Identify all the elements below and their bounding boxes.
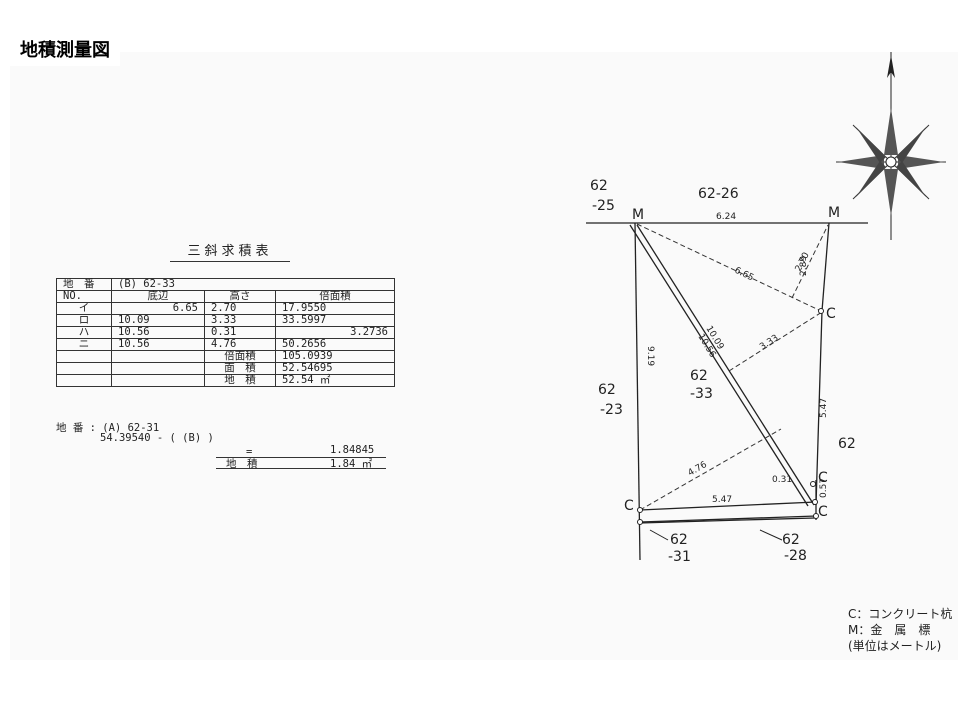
lot-number: 62 xyxy=(670,532,688,548)
marker-letters: M M C C C C xyxy=(624,205,840,520)
lot-number: -31 xyxy=(668,549,691,565)
legend-unit: (単位はメートル) xyxy=(848,639,942,653)
lot-number: 62-26 xyxy=(698,186,739,202)
dimension-label: 4.76 xyxy=(687,460,710,479)
table-row: 面 積 52.54695 xyxy=(56,362,395,375)
table-row: 地 積 52.54 ㎡ xyxy=(56,374,395,387)
page-title: 地積測量図 xyxy=(10,32,120,66)
dimension-label: 2.89 xyxy=(799,256,809,276)
table-title: 三斜求積表 xyxy=(170,240,290,262)
marker-c: C xyxy=(818,470,828,486)
marker-c: C xyxy=(826,306,836,322)
lot-numbers: 62 -25 62-26 62 -33 62 -23 62 62 -31 62 … xyxy=(590,178,856,565)
lot-number: 62 xyxy=(838,436,856,452)
lot-number: -23 xyxy=(600,402,623,418)
calc-equals: = xyxy=(246,446,253,458)
calc-land-label: 地 積 xyxy=(226,458,258,470)
lot-number: 62 xyxy=(598,382,616,398)
calc-underline xyxy=(216,468,386,469)
dimension-label: 0.31 xyxy=(772,475,792,485)
lot-number: 62 xyxy=(782,532,800,548)
boundary-lines xyxy=(586,222,868,561)
compass-rose-icon xyxy=(836,52,946,240)
land-area-value: 52.54 ㎡ xyxy=(275,374,395,387)
table-row: 倍面積 105.0939 xyxy=(56,350,395,363)
lot-number: -33 xyxy=(690,386,713,402)
survey-points xyxy=(637,308,824,525)
table-row: ニ 10.56 4.76 50.2656 xyxy=(56,338,395,351)
dimension-label: 5.47 xyxy=(819,398,829,418)
calc-subtraction-line: 54.39540 - ( (B) ) xyxy=(100,432,214,444)
marker-c: C xyxy=(624,498,634,514)
legend-metal: M：金 属 標 xyxy=(848,623,931,637)
dimension-label: 5.47 xyxy=(712,495,732,505)
dimension-label: 6.65 xyxy=(733,266,755,284)
calc-difference: 1.84845 xyxy=(330,444,375,456)
marker-m: M xyxy=(828,205,840,221)
lot-number: -28 xyxy=(784,548,807,564)
table-header-row: NO. 底辺 高さ 倍面積 xyxy=(56,290,395,303)
area-calculation-table: 地 番 (B) 62-33 NO. 底辺 高さ 倍面積 イ 6.65 2.70 … xyxy=(56,278,395,387)
lot-number: 62 xyxy=(590,178,608,194)
dimension-label: 0.57 xyxy=(819,478,829,498)
calc-land-value: 1.84 ㎡ xyxy=(330,458,373,470)
dimension-label: 3.33 xyxy=(758,333,780,352)
marker-m: M xyxy=(632,207,644,223)
dimension-label: 9.19 xyxy=(645,346,655,366)
calc-underline xyxy=(216,457,386,458)
dimension-labels: 6.24 6.65 2.70 2.89 10.09 10.56 3.33 9.1… xyxy=(645,212,829,505)
calc-lot-line: 地 番 : (A) 62-31 xyxy=(56,422,160,434)
lot-number: 62 xyxy=(690,368,708,384)
legend-concrete: C：コンクリート杭 xyxy=(848,607,953,621)
dimension-label: 6.24 xyxy=(716,212,736,222)
height-lines xyxy=(636,223,829,511)
legend: C：コンクリート杭 M：金 属 標 (単位はメートル) xyxy=(848,606,952,654)
lot-number: -25 xyxy=(592,198,615,214)
marker-c: C xyxy=(818,504,828,520)
